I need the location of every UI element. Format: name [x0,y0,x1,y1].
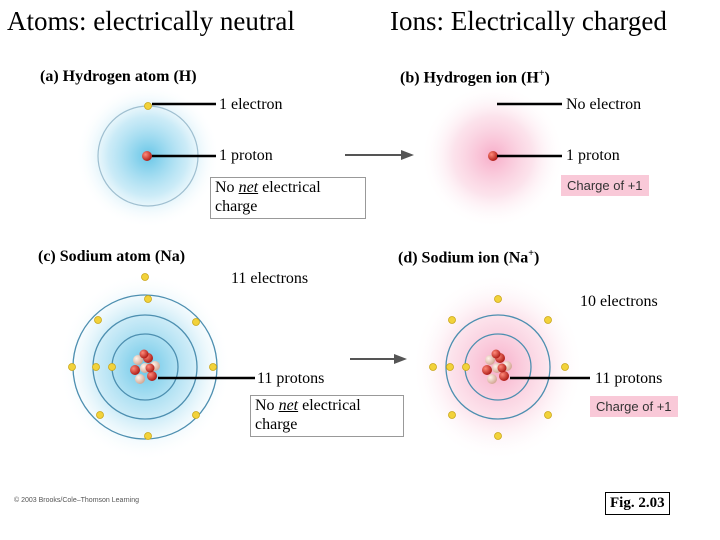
proton-b [488,151,498,161]
label-panel-b: (b) Hydrogen ion (H+) [400,68,550,87]
label-protons-c: 11 protons [257,370,325,387]
title-right: Ions: Electrically charged [390,6,667,36]
arrow-top-head [401,150,414,160]
title-left: Atoms: electrically neutral [7,6,295,36]
net-charge-box-a: No net electrical charge [210,177,366,219]
arrow-bottom-head [394,354,407,364]
label-panel-a: (a) Hydrogen atom (H) [40,68,197,85]
label-electrons-d: 10 electrons [580,293,658,310]
net-charge-box-c: No net electrical charge [250,395,404,437]
electrons-c [68,273,217,440]
label-proton-a: 1 proton [219,147,273,164]
figure-label: Fig. 2.03 [605,492,670,515]
label-no-electron-b: No electron [566,96,642,113]
charge-badge-b: Charge of +1 [561,175,649,196]
copyright-notice: © 2003 Brooks/Cole–Thomson Learning [14,497,140,504]
proton-a [142,151,152,161]
label-electron-a: 1 electron [219,96,283,113]
label-protons-d: 11 protons [595,370,663,387]
label-electrons-c: 11 electrons [231,270,309,287]
label-panel-d: (d) Sodium ion (Na+) [398,248,540,267]
electrons-d [429,295,569,440]
charge-badge-d: Charge of +1 [590,396,678,417]
label-proton-b: 1 proton [566,147,620,164]
label-panel-c: (c) Sodium atom (Na) [38,248,186,265]
nucleus-c [130,349,160,384]
nucleus-d [482,349,512,384]
orbit-d-middle [445,314,551,420]
electron-a [144,102,152,110]
